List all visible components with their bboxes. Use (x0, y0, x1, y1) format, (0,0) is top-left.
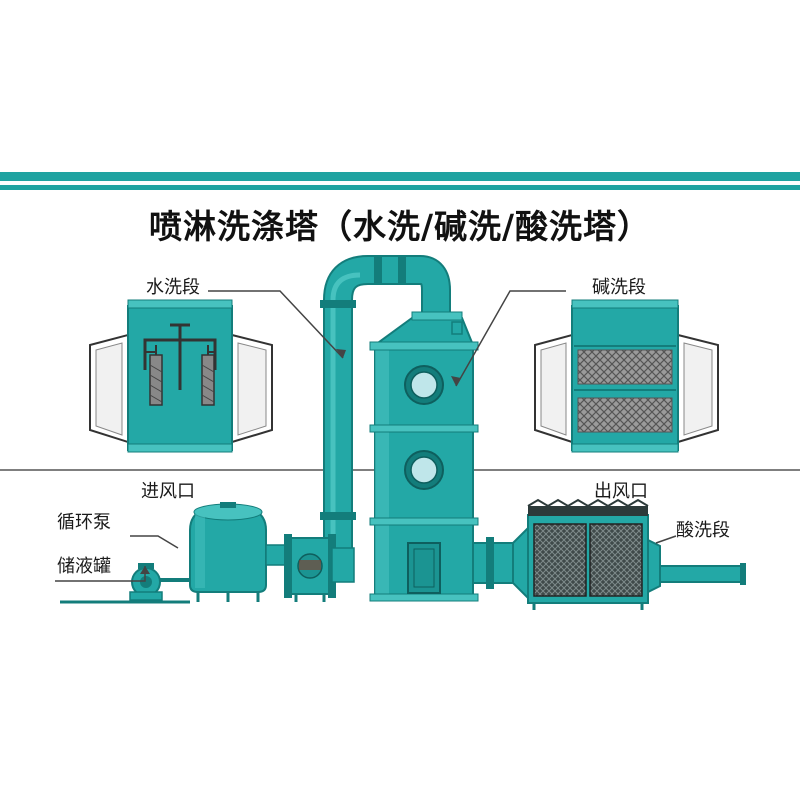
label-air-inlet: 进风口 (141, 481, 195, 502)
inlet-duct (331, 547, 355, 583)
scrubber-tower (320, 255, 479, 602)
leader-lines (55, 290, 677, 582)
inlet-fan (284, 534, 336, 602)
diagram-title: 喷淋洗涤塔（水洗/碱洗/酸洗塔） (148, 207, 652, 246)
exhaust-pipe (659, 565, 745, 583)
acid-wash-grille-right (589, 523, 643, 597)
header-band-top (0, 172, 800, 181)
nozzle-left (149, 354, 163, 406)
storage-tank (189, 502, 267, 602)
acid-wash-unit (527, 498, 661, 610)
transition-piece (512, 525, 529, 601)
label-circulation-pump: 循环泵 (57, 512, 111, 533)
label-storage-tank: 储液罐 (57, 556, 111, 577)
header-band-bottom (0, 185, 800, 190)
packing-layer-lower (577, 397, 673, 433)
label-air-outlet: 出风口 (594, 481, 648, 502)
packing-layer-upper (577, 349, 673, 385)
water-wash-detail (89, 299, 273, 453)
tower-access-door (407, 542, 441, 594)
acid-wash-grille-left (533, 523, 587, 597)
vent-stub (451, 321, 463, 335)
nozzle-right (201, 354, 215, 406)
label-acid-wash-section: 酸洗段 (676, 520, 730, 541)
label-alkali-wash-section: 碱洗段 (592, 277, 646, 298)
label-water-wash-section: 水洗段 (146, 277, 200, 298)
alkali-wash-detail (534, 299, 719, 453)
